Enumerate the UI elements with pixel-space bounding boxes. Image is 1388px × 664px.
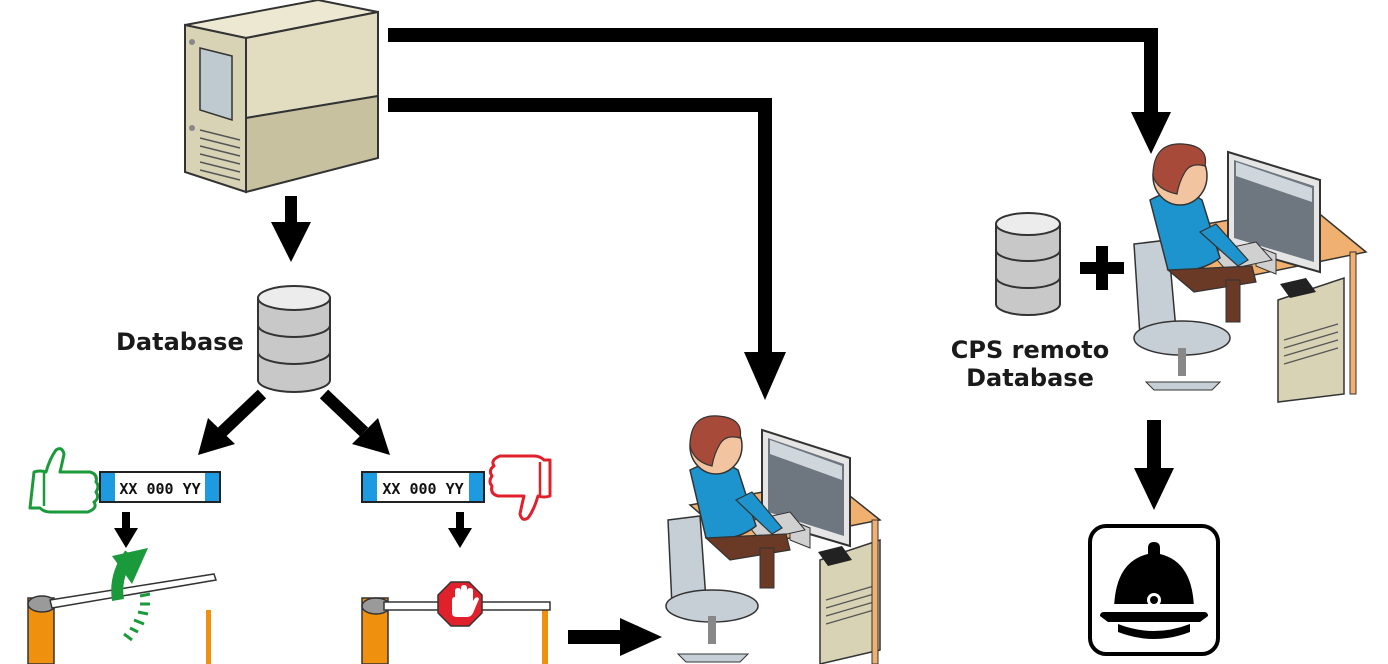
arrow-operator-to-police (1134, 420, 1174, 510)
arrow-server-to-database (271, 196, 311, 262)
license-plate-denied: XX 000 YY (361, 471, 485, 503)
plate-text-denied: XX 000 YY (382, 480, 463, 498)
database-icon (257, 285, 331, 393)
arrow-database-to-approved (198, 389, 267, 455)
arrow-server-to-center-operator (388, 98, 786, 400)
arrow-plate-to-barrier-denied (448, 512, 472, 548)
thumbs-down-icon (488, 454, 552, 521)
barrier-open (27, 548, 217, 664)
server-icon (184, 0, 379, 194)
arrow-barrier-to-operator (568, 618, 662, 656)
license-plate-approved: XX 000 YY (99, 471, 221, 503)
arrow-plate-to-barrier-approved (114, 512, 138, 548)
database-icon-remote (995, 212, 1061, 316)
operator-icon-center (665, 415, 882, 664)
arrow-server-to-right-operator (388, 28, 1171, 154)
database-label: Database (116, 328, 244, 356)
operator-icon-remote (1133, 143, 1368, 403)
plus-icon (1080, 246, 1124, 290)
police-helmet-icon (1088, 524, 1220, 656)
cps-label-line1: CPS remoto (951, 336, 1109, 364)
thumbs-up-icon (28, 447, 100, 514)
arrow-database-to-denied (319, 389, 390, 455)
stop-hand-icon (437, 581, 483, 627)
cps-label-line2: Database (966, 364, 1094, 392)
plate-text-approved: XX 000 YY (119, 480, 200, 498)
